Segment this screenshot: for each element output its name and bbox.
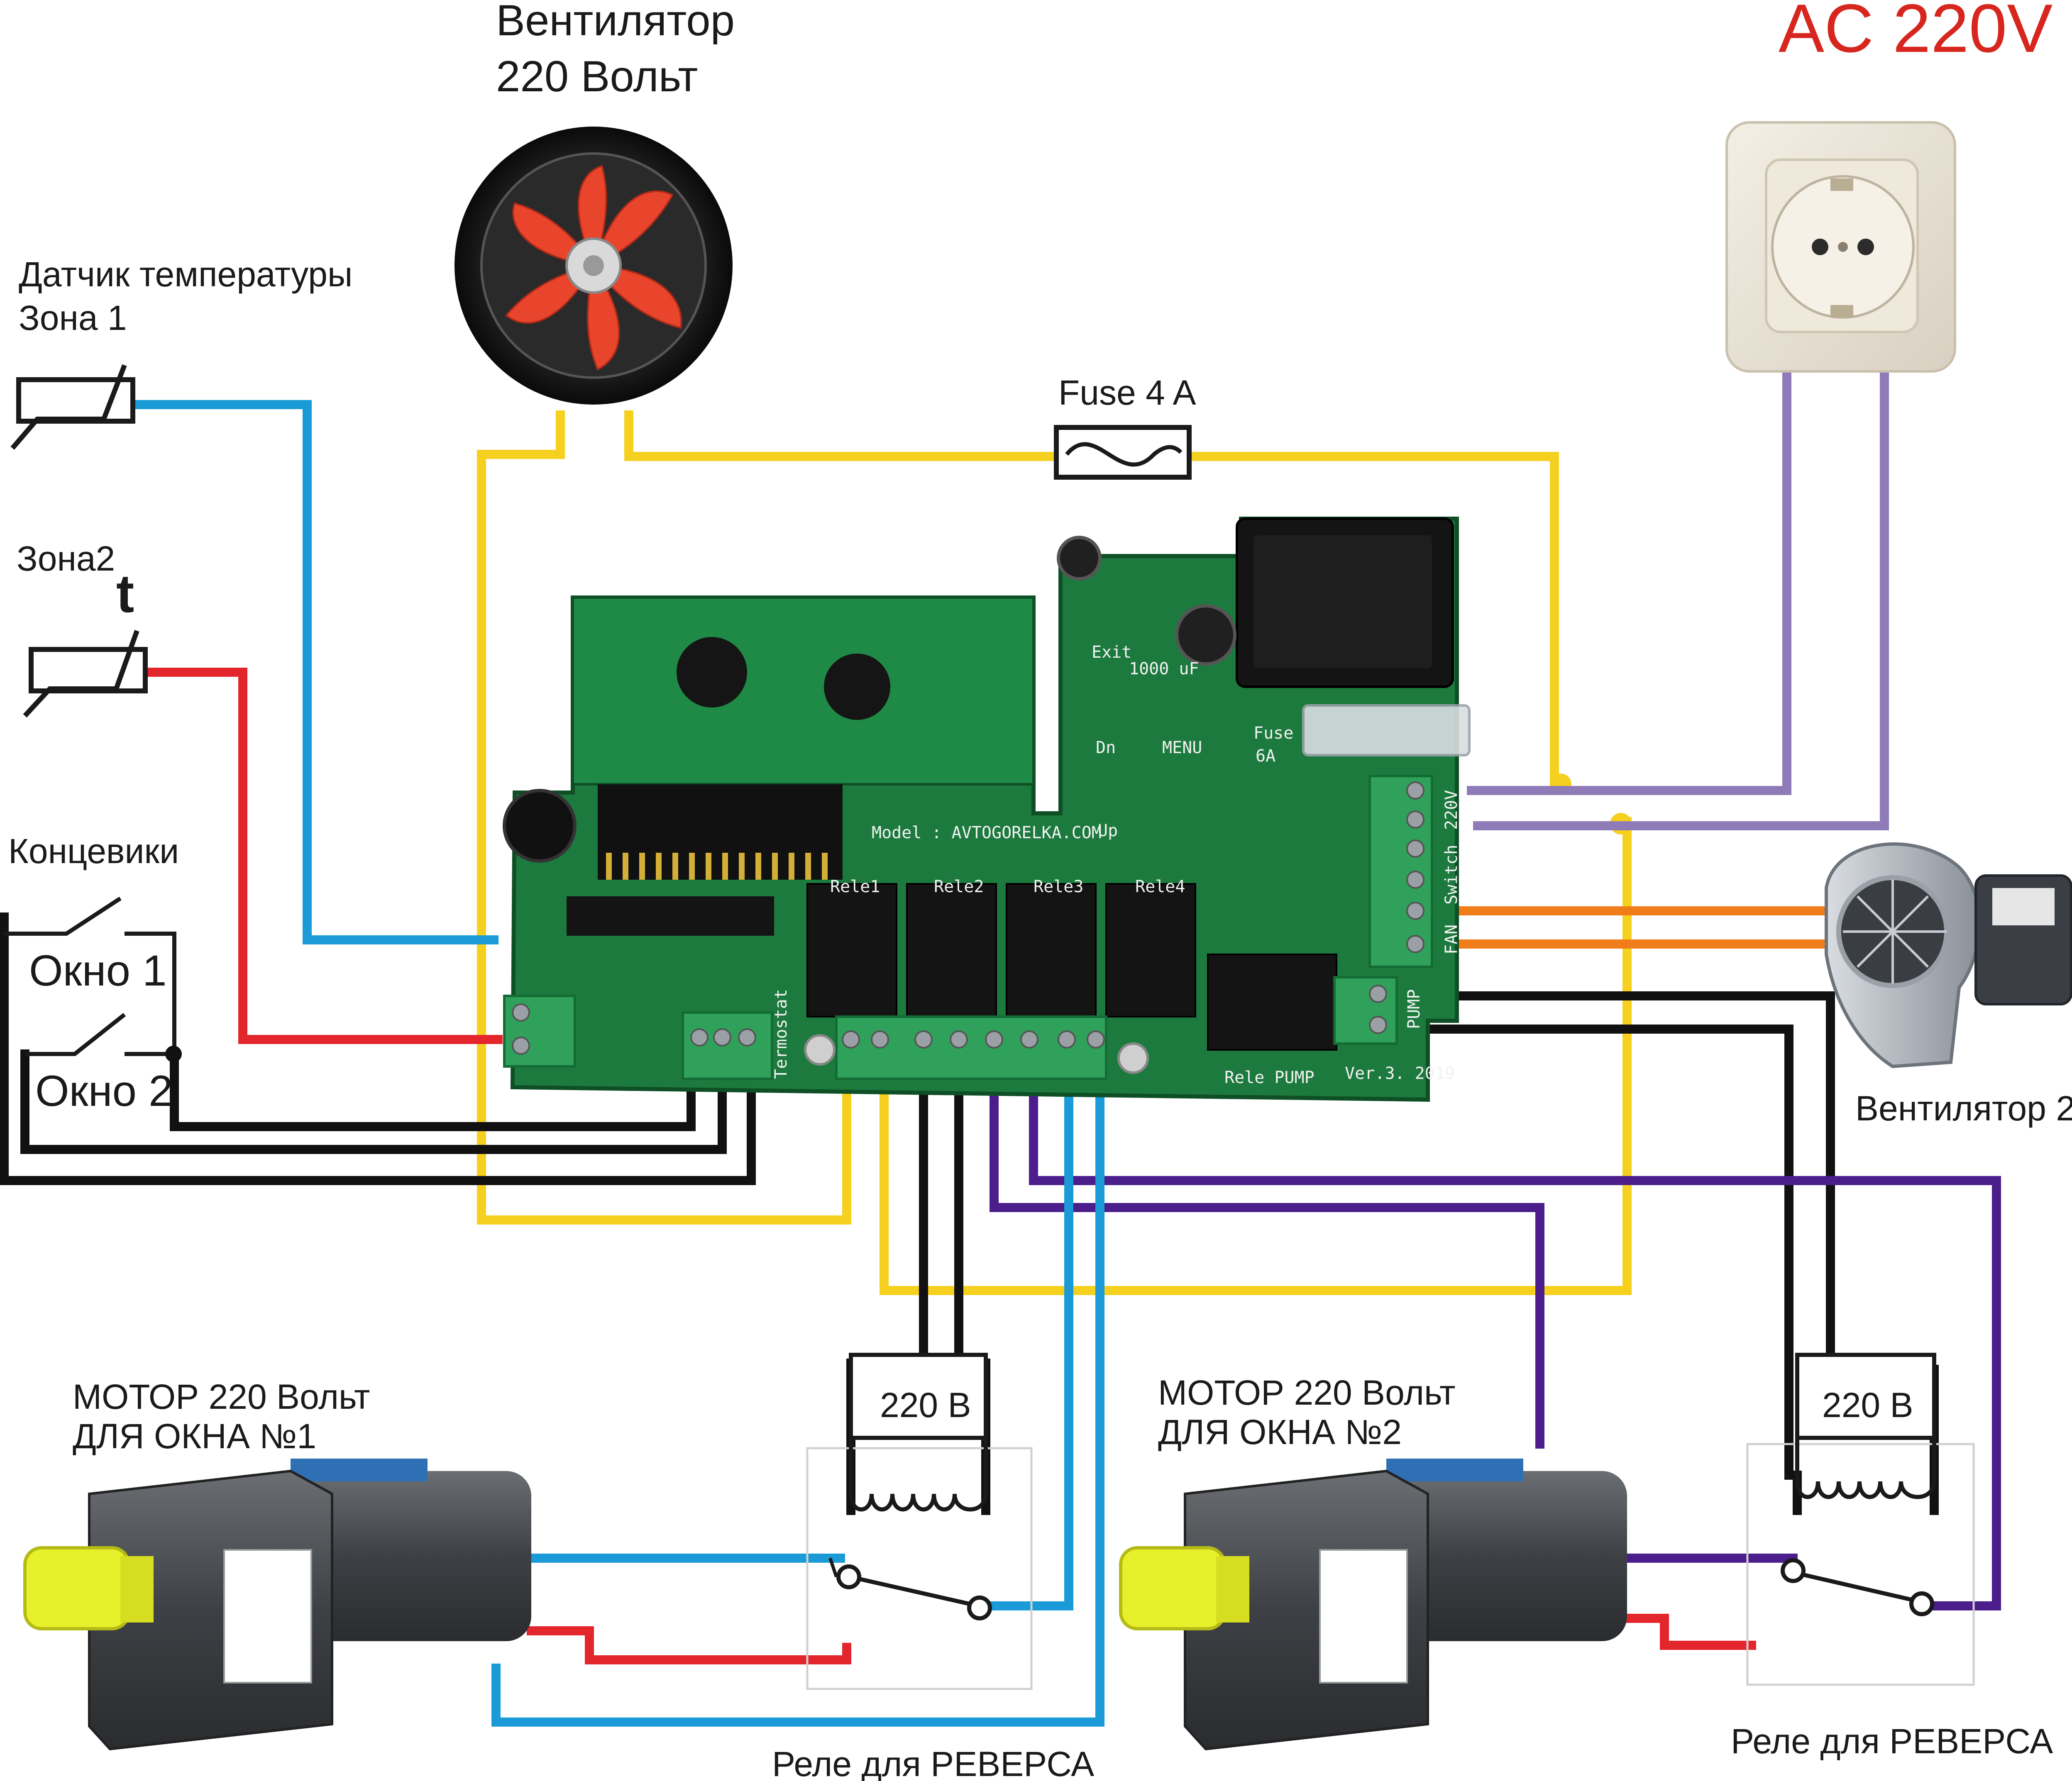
board-button-dn: Dn (1096, 738, 1116, 757)
board-fuse-label: Fuse (1253, 724, 1293, 743)
motor1-label-line1: МОТОР 220 Вольт (73, 1377, 370, 1416)
wire-red-motor2 (1622, 1614, 1756, 1650)
coil2-label: 220 В (1822, 1386, 1913, 1425)
board-terminal-switch: Switch (1442, 845, 1461, 905)
board-relay3: Rele3 (1034, 877, 1083, 896)
board-terminal-termostat: Termostat (772, 989, 791, 1079)
motor2-label-line1: МОТОР 220 Вольт (1158, 1373, 1456, 1412)
wire-junction (165, 1046, 182, 1062)
thermistor-icon (10, 364, 135, 450)
reverse-relay-2 (1746, 1353, 1975, 1686)
window2-label: Окно 2 (35, 1067, 173, 1115)
power-label: AC 220V (1779, 0, 2052, 66)
fuse-label: Fuse 4 A (1058, 373, 1196, 412)
board-fuse-rating: 6A (1256, 747, 1275, 766)
blower-icon (1825, 842, 2072, 1069)
wires (0, 371, 2001, 1727)
controller-board: Model : AVTOGORELKA.COM Rele1 Rele2 Rele… (503, 517, 1471, 1102)
fan1-label-line1: Вентилятор (496, 0, 735, 45)
relay-icon (806, 883, 1337, 1051)
board-relay-pump: Rele PUMP (1224, 1068, 1315, 1087)
coil1-label: 220 В (880, 1386, 971, 1425)
board-button-up: Up (1098, 821, 1118, 840)
wire-violet-relay2 (1029, 1083, 2001, 1610)
wire-red-motor1 (527, 1626, 851, 1664)
wire-yellow-motor-common (880, 817, 1632, 1295)
fan1-label-line2: 220 Вольт (496, 52, 698, 101)
motor-icon (1119, 1459, 1627, 1751)
motor-icon (23, 1459, 531, 1751)
board-button-menu: MENU (1162, 738, 1202, 757)
window1-label: Окно 1 (29, 947, 167, 995)
wire-red-sensor (141, 668, 503, 1044)
motor2-label-line2: ДЛЯ ОКНА №2 (1158, 1413, 1402, 1452)
board-relay1: Rele1 (830, 877, 880, 896)
wire-black-endstop-a (170, 1049, 696, 1131)
endstops-label: Концевики (8, 832, 179, 871)
fan-icon (454, 127, 733, 405)
board-terminal-fan: FAN (1442, 925, 1461, 954)
board-version: Ver.3. 2019 (1345, 1064, 1455, 1083)
temp-sensor-label-line2: Зона 1 (19, 298, 127, 337)
wire-yellow-fan-right (624, 410, 1055, 461)
fuse-icon (1054, 425, 1192, 480)
wire-purple-ac-n (1473, 371, 1889, 830)
socket-icon (1725, 121, 1956, 373)
coil-frame (1795, 1353, 1936, 1440)
wire-yellow-fan-left (477, 410, 851, 1225)
zone2-symbol: t (116, 563, 134, 624)
board-model: Model : AVTOGORELKA.COM (872, 823, 1102, 842)
coil-icon (849, 1438, 988, 1512)
board-terminal-220v: 220V (1442, 790, 1461, 830)
fan2-label: Вентилятор 2 (1855, 1089, 2072, 1128)
wire-yellow-fuse-right (1187, 452, 1559, 787)
wire-black-endstop-c (0, 912, 756, 1185)
thermistor-icon (23, 629, 148, 718)
reverse-relay-1 (806, 1353, 1033, 1690)
wire-blue-relay1 (985, 1083, 1073, 1610)
coil-icon (1795, 1438, 1936, 1499)
zone2-label: Зона2 (17, 539, 115, 578)
wire-purple-ac-l (1467, 371, 1791, 795)
temp-sensor-label-line1: Датчик температуры (19, 255, 352, 294)
wire-black-coil1-b (954, 1083, 990, 1515)
board-capacitor: 1000 uF (1129, 659, 1199, 678)
board-terminal-pump: PUMP (1405, 989, 1424, 1029)
wire-black-pump-b (1394, 1025, 1802, 1515)
reverse-relay1-label: Реле для РЕВЕРСА (772, 1744, 1094, 1781)
board-relay4: Rele4 (1135, 877, 1185, 896)
motor1-label-line2: ДЛЯ ОКНА №1 (73, 1417, 316, 1456)
board-relay2: Rele2 (934, 877, 984, 896)
limit-switch-icon (4, 896, 176, 1056)
wire-black-endstop-b (20, 1049, 727, 1154)
wire-violet-motor2 (990, 1083, 1544, 1449)
wire-blue-motor1-b (491, 1083, 1104, 1727)
board-button-exit: Exit (1092, 643, 1131, 662)
reverse-relay2-label: Реле для РЕВЕРСА (1731, 1722, 2053, 1761)
coil-frame (849, 1353, 988, 1440)
wire-blue-sensor (128, 400, 498, 944)
